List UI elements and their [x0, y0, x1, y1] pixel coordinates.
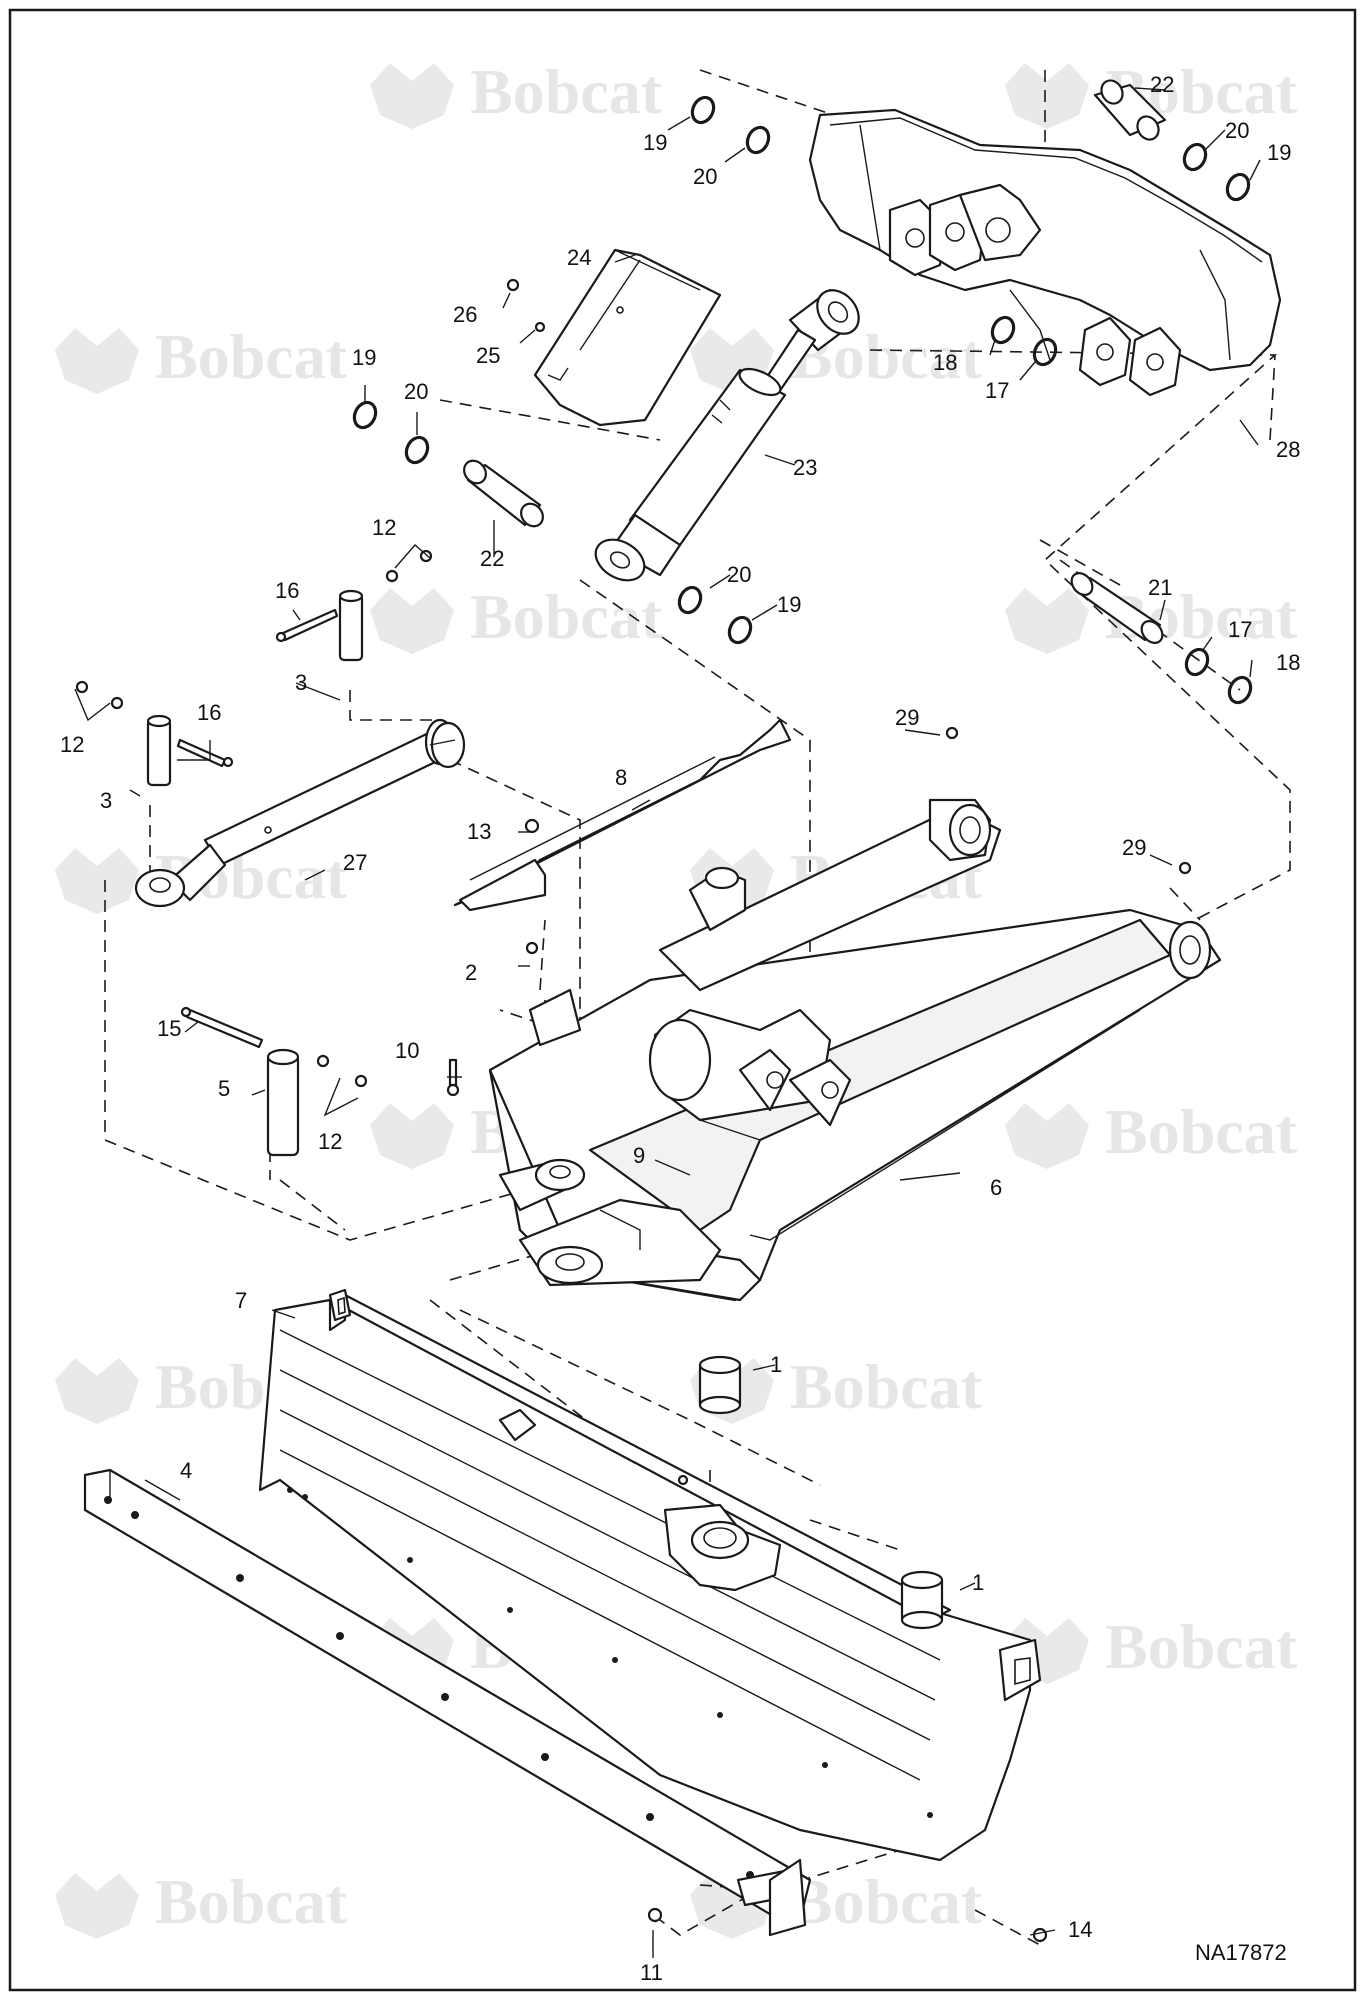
callout-12-upper: 12 — [372, 515, 396, 540]
callout-labels: 1 1 2 3 3 4 5 6 7 8 9 10 11 12 12 12 13 … — [60, 72, 1300, 1985]
part-3-pin-lower — [146, 714, 172, 787]
figure-border — [8, 8, 1357, 1992]
callout-1-upper: 1 — [770, 1352, 782, 1377]
watermark-3: Bobcat — [55, 321, 348, 394]
callout-12-left: 12 — [60, 732, 84, 757]
callout-21: 21 — [1148, 575, 1172, 600]
rings — [352, 95, 1253, 705]
part-21-pin — [1070, 572, 1164, 644]
callout-23: 23 — [793, 455, 817, 480]
part-24-cylinder-guard — [533, 248, 722, 427]
figure-id: NA17872 — [1195, 1940, 1287, 1965]
part-16-bolt-upper — [275, 608, 339, 643]
part-16-bolt-lower — [176, 738, 234, 768]
callout-1-lower: 1 — [972, 1570, 984, 1595]
svg-text:Bobcat: Bobcat — [470, 581, 663, 652]
callout-15: 15 — [157, 1016, 181, 1041]
callout-26: 26 — [453, 302, 477, 327]
leaders — [74, 87, 1261, 1958]
svg-text:Bobcat: Bobcat — [1105, 1611, 1298, 1682]
callout-22-upper: 22 — [1150, 72, 1174, 97]
watermark-14: Bobcat — [1005, 1611, 1298, 1684]
part-12-hardware — [75, 549, 433, 1088]
callout-7: 7 — [235, 1288, 247, 1313]
callout-16-upper: 16 — [275, 578, 299, 603]
callout-2: 2 — [465, 960, 477, 985]
callout-11: 11 — [640, 1960, 663, 1985]
svg-text:Bobcat: Bobcat — [1105, 1096, 1298, 1167]
callout-17-upper: 17 — [985, 378, 1009, 403]
callout-18-lower: 18 — [1276, 650, 1300, 675]
part-7-blade — [258, 1288, 1042, 1862]
callout-16-lower: 16 — [197, 700, 221, 725]
part-28-mount-frame — [808, 108, 1282, 397]
svg-text:Bobcat: Bobcat — [470, 56, 663, 127]
part-23-lift-cylinder — [594, 288, 860, 582]
callout-20-mid-left: 20 — [404, 379, 428, 404]
watermark-10: Bobcat — [1005, 1096, 1298, 1169]
watermark-6: Bobcat — [1005, 581, 1298, 654]
callout-20-top-left: 20 — [693, 164, 717, 189]
callout-3-upper: 3 — [295, 670, 307, 695]
callout-28: 28 — [1276, 437, 1300, 462]
callout-5: 5 — [218, 1076, 230, 1101]
callout-17-lower: 17 — [1228, 617, 1252, 642]
part-8-cover-plate — [453, 718, 792, 912]
watermark-1: Bobcat — [370, 56, 663, 129]
watermark-5: Bobcat — [370, 581, 663, 654]
callout-3-lower: 3 — [100, 788, 112, 813]
part-22-upper-pin — [1093, 79, 1167, 141]
callout-20-top-right: 20 — [1225, 118, 1249, 143]
callout-12-lower: 12 — [318, 1129, 342, 1154]
callout-10: 10 — [395, 1038, 419, 1063]
part-5-pin — [266, 1048, 300, 1157]
callout-6: 6 — [990, 1175, 1002, 1200]
part-1-bushing-upper — [698, 1355, 742, 1415]
part-1-bushing-lower — [900, 1570, 944, 1630]
callout-25: 25 — [476, 343, 500, 368]
callout-20-mid: 20 — [727, 562, 751, 587]
svg-text:Bobcat: Bobcat — [155, 1866, 348, 1937]
callout-9: 9 — [633, 1143, 645, 1168]
callout-19-top-left: 19 — [643, 130, 667, 155]
callout-29-right: 29 — [1122, 835, 1146, 860]
callout-13: 13 — [467, 819, 491, 844]
callout-19-mid-left: 19 — [352, 345, 376, 370]
callout-8: 8 — [615, 765, 627, 790]
part-3-pin-upper — [338, 589, 364, 662]
part-15-bolt — [180, 1006, 264, 1049]
svg-text:Bobcat: Bobcat — [790, 1866, 983, 1937]
callout-24: 24 — [567, 245, 591, 270]
part-22-lower-pin — [463, 459, 544, 528]
part-6-push-frame — [488, 798, 1222, 1302]
svg-text:Bobcat: Bobcat — [790, 1351, 983, 1422]
callout-18-upper: 18 — [933, 350, 957, 375]
callout-14: 14 — [1068, 1917, 1092, 1942]
callout-19-top-right: 19 — [1267, 140, 1291, 165]
svg-text:Bobcat: Bobcat — [155, 321, 348, 392]
callout-4: 4 — [180, 1458, 192, 1483]
part-27-angle-cylinder — [134, 718, 466, 908]
callout-27: 27 — [343, 850, 367, 875]
callout-22-lower: 22 — [480, 546, 504, 571]
callout-29-left: 29 — [895, 705, 919, 730]
callout-19-mid: 19 — [777, 592, 801, 617]
watermark-15: Bobcat — [55, 1866, 348, 1939]
